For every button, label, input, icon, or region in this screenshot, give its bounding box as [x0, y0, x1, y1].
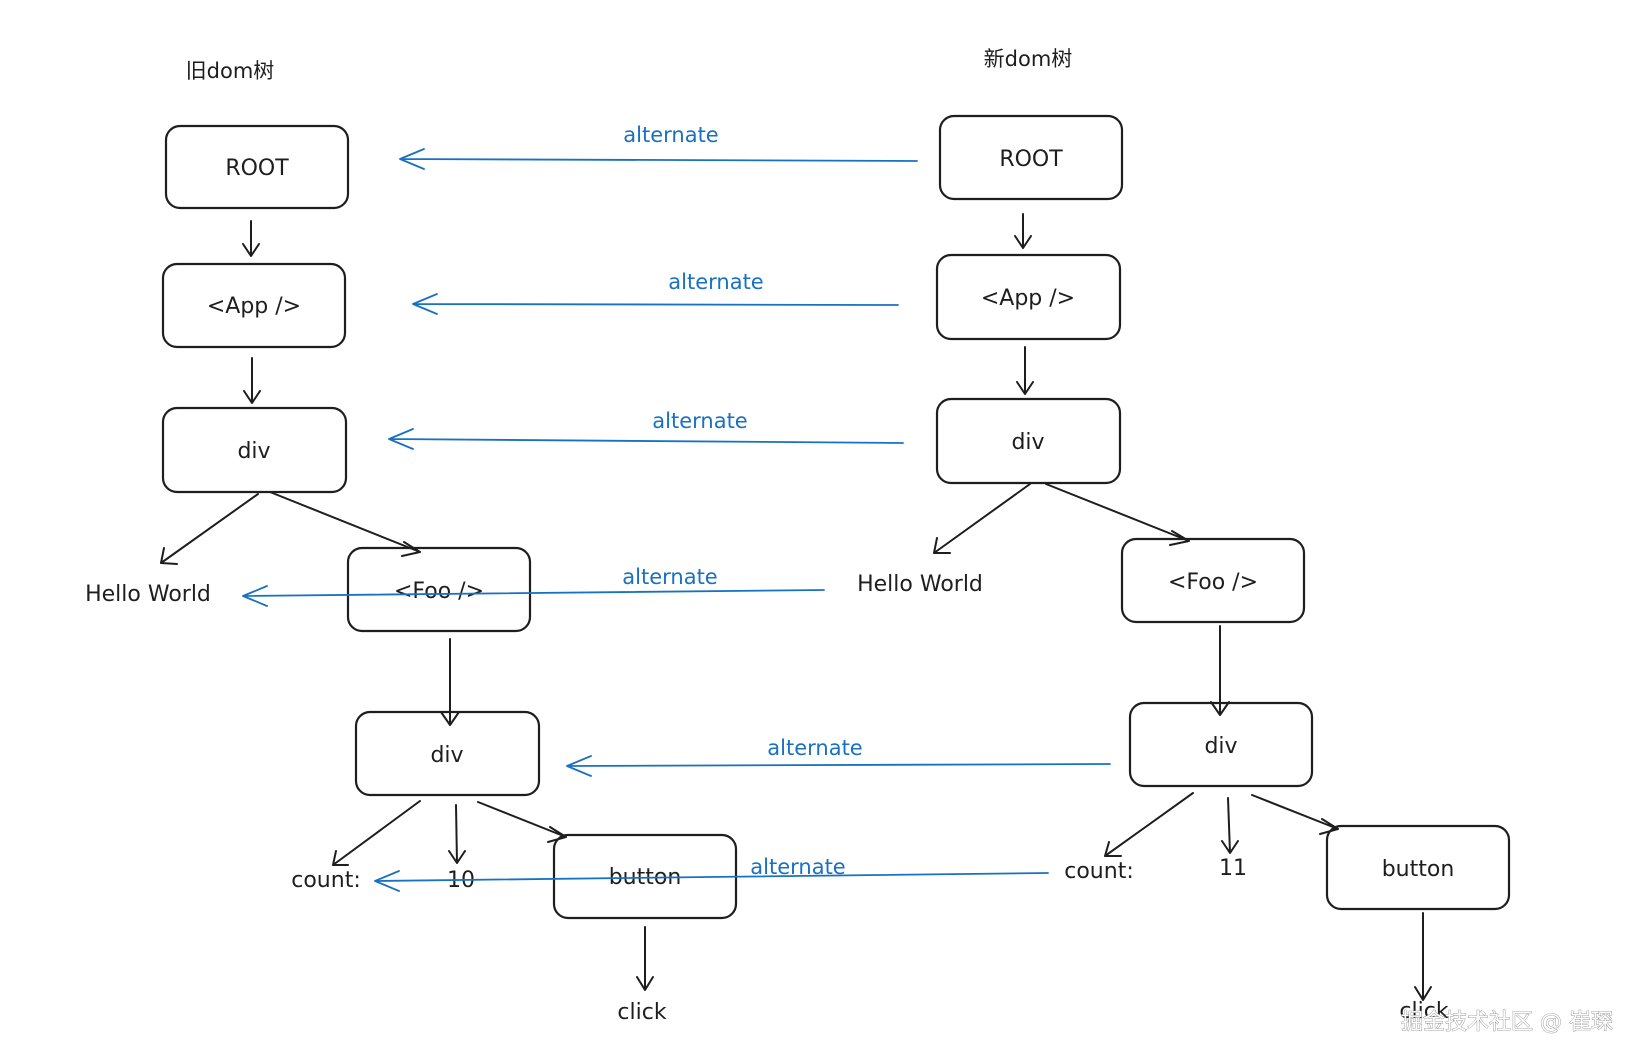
alternate-link-div: alternate: [388, 409, 904, 450]
alternate-label-hello: alternate: [622, 565, 717, 589]
new-edge-div-button: [1251, 794, 1339, 835]
new-edge-div-hello: [933, 483, 1031, 554]
alternate-label-foo-div: alternate: [767, 736, 862, 760]
watermark: 掘金技术社区 @ 崔琛: [1401, 1010, 1613, 1035]
old-node-count: count:: [291, 868, 360, 893]
new-node-root-label: ROOT: [999, 147, 1063, 172]
old-node-div-label: div: [237, 439, 270, 464]
alternate-links: alternate alternate alternate alternate …: [242, 123, 1111, 892]
old-edge-div-count: [332, 800, 421, 866]
old-node-foo-div: div: [354, 710, 541, 797]
old-node-foo-div-label: div: [430, 743, 463, 768]
new-node-button: button: [1325, 824, 1511, 911]
new-node-foo-label: <Foo />: [1168, 570, 1258, 595]
new-edge-div-count: [1104, 792, 1194, 857]
new-node-div: div: [935, 397, 1122, 485]
new-node-app: <App />: [935, 253, 1122, 341]
new-node-foo-div: div: [1128, 701, 1314, 788]
old-edge-button-click: [636, 926, 654, 991]
old-edge-app-div: [243, 357, 261, 404]
alternate-link-root: alternate: [399, 123, 918, 170]
new-node-div-label: div: [1011, 430, 1044, 455]
new-edge-div-foo: [1045, 483, 1190, 546]
new-edge-div-value: [1221, 797, 1239, 854]
new-edge-app-div: [1016, 346, 1034, 395]
old-node-foo-label: <Foo />: [394, 579, 484, 604]
old-node-click: click: [617, 1000, 666, 1025]
alternate-link-app: alternate: [412, 270, 899, 315]
new-node-click: click: [1399, 999, 1448, 1024]
new-tree-edges: [933, 213, 1432, 1001]
new-edge-root-app: [1014, 213, 1032, 249]
old-node-app: <App />: [161, 262, 347, 349]
new-node-count: count:: [1064, 859, 1133, 884]
new-node-button-label: button: [1382, 857, 1455, 882]
alternate-label-div: alternate: [652, 409, 747, 433]
alternate-link-count: alternate: [374, 855, 1049, 892]
old-edge-foo-div: [440, 638, 460, 726]
alternate-label-root: alternate: [623, 123, 718, 147]
old-node-div: div: [161, 406, 348, 494]
old-edge-div-value: [448, 804, 466, 864]
alternate-link-hello: alternate: [242, 565, 825, 607]
new-node-foo-div-label: div: [1204, 734, 1237, 759]
old-edge-div-foo: [269, 491, 421, 557]
alternate-link-foo-div: alternate: [566, 736, 1111, 777]
new-node-root: ROOT: [938, 114, 1124, 201]
old-node-app-label: <App />: [207, 294, 301, 319]
alternate-label-app: alternate: [668, 270, 763, 294]
old-tree-title: 旧dom树: [186, 59, 275, 83]
old-node-root-label: ROOT: [225, 156, 289, 181]
old-edge-div-button: [477, 801, 567, 843]
old-node-foo: <Foo />: [346, 546, 532, 633]
alternate-label-count: alternate: [750, 855, 845, 879]
old-tree-edges: [160, 220, 654, 991]
new-edge-foo-div: [1210, 625, 1230, 716]
new-edge-button-click: [1414, 912, 1432, 1001]
old-node-root: ROOT: [164, 124, 350, 210]
old-edge-root-app: [242, 220, 260, 257]
new-node-count-value: 11: [1219, 856, 1247, 881]
old-node-hello-world: Hello World: [85, 582, 211, 607]
new-tree-title: 新dom树: [984, 47, 1073, 71]
new-node-app-label: <App />: [981, 286, 1075, 311]
new-node-hello-world: Hello World: [857, 572, 983, 597]
new-node-foo: <Foo />: [1120, 537, 1306, 624]
old-edge-div-hello: [160, 493, 259, 565]
